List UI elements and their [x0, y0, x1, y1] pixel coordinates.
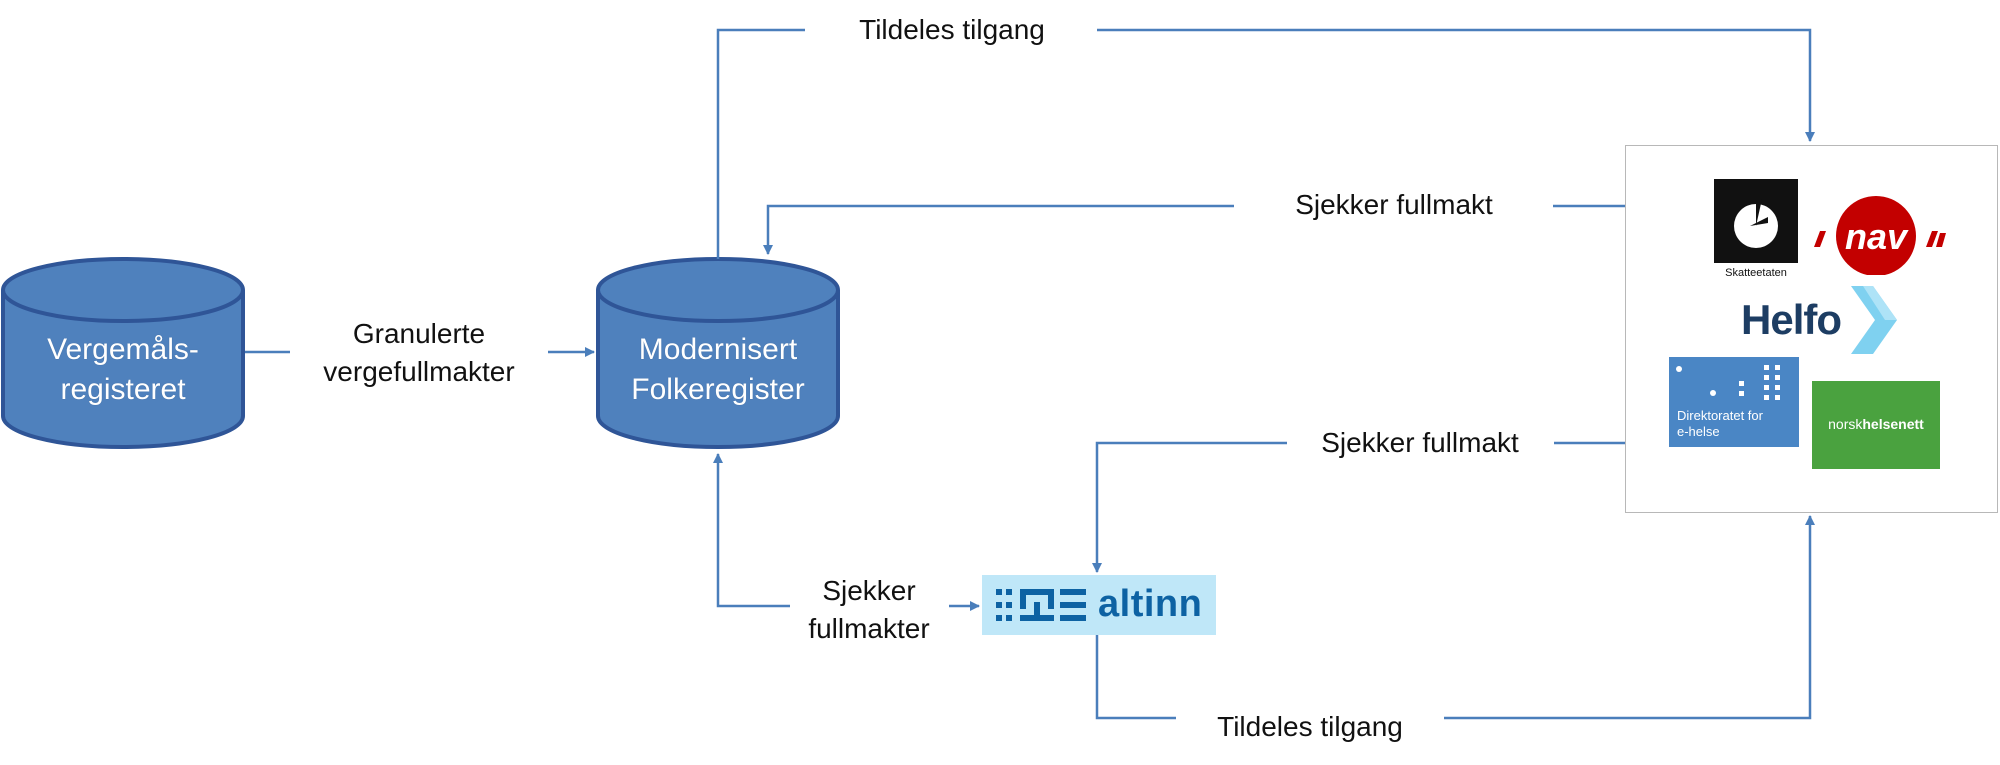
sjekker-altinn-label: Sjekker fullmakter	[792, 572, 946, 648]
vergemal-cylinder	[1, 257, 245, 449]
ehelse-dots-icon	[1676, 365, 1780, 400]
edge-sjekker-mid	[1092, 441, 1625, 573]
direktoratet-text: Direktoratet for e-helse	[1677, 408, 1763, 439]
folkeregister-label-line1: Modernisert	[638, 333, 798, 366]
skatteetaten-caption: Skatteetaten	[1725, 267, 1787, 279]
granulerte-label: Granulerte vergefullmakter	[296, 315, 542, 391]
nav-logo-icon: nav	[1814, 196, 1946, 275]
tildeles-top-label: Tildeles tilgang	[812, 11, 1092, 49]
vergemal-label-line2: registeret	[60, 373, 186, 406]
skatteetaten-logo-icon	[1714, 179, 1798, 263]
helfo-wordmark: Helfo	[1741, 296, 1842, 343]
sjekker-altinn-label-line1: Sjekker	[822, 575, 916, 606]
norsk-helsenett-text: norskhelsenett	[1812, 415, 1940, 433]
vergemal-label: Vergemåls- registeret	[3, 330, 243, 410]
altinn-wordmark: altinn	[1098, 583, 1203, 625]
norsk-helsenett-logo: norskhelsenett	[1812, 381, 1940, 469]
edge-sjekker-altinn	[713, 453, 980, 611]
granulerte-label-line2: vergefullmakter	[323, 356, 515, 387]
norsk-helsenett-bold: helsenett	[1862, 416, 1924, 432]
edge-tildeles-bottom	[1095, 515, 1815, 720]
folkeregister-cylinder	[596, 257, 840, 449]
nav-logo-text: nav	[1845, 216, 1909, 257]
sjekker-top-label: Sjekker fullmakt	[1240, 186, 1548, 224]
tildeles-bottom-label: Tildeles tilgang	[1182, 708, 1438, 746]
altinn-logo: altinn	[982, 575, 1216, 635]
folkeregister-label-line2: Folkeregister	[631, 373, 805, 406]
edge-tildeles-top	[716, 28, 1815, 259]
edge-sjekker-top	[763, 204, 1625, 255]
sjekker-altinn-label-line2: fullmakter	[808, 613, 930, 644]
altinn-logo-icon	[996, 589, 1086, 621]
vergemal-label-line1: Vergemåls-	[47, 333, 199, 366]
granulerte-label-line1: Granulerte	[352, 318, 486, 349]
helfo-chevron-icon	[1851, 286, 1897, 354]
folkeregister-label: Modernisert Folkeregister	[598, 330, 838, 410]
direktoratet-logo: Direktoratet for e-helse	[1669, 357, 1799, 447]
norsk-helsenett-light: norsk	[1828, 416, 1863, 432]
sjekker-mid-label: Sjekker fullmakt	[1292, 424, 1548, 462]
